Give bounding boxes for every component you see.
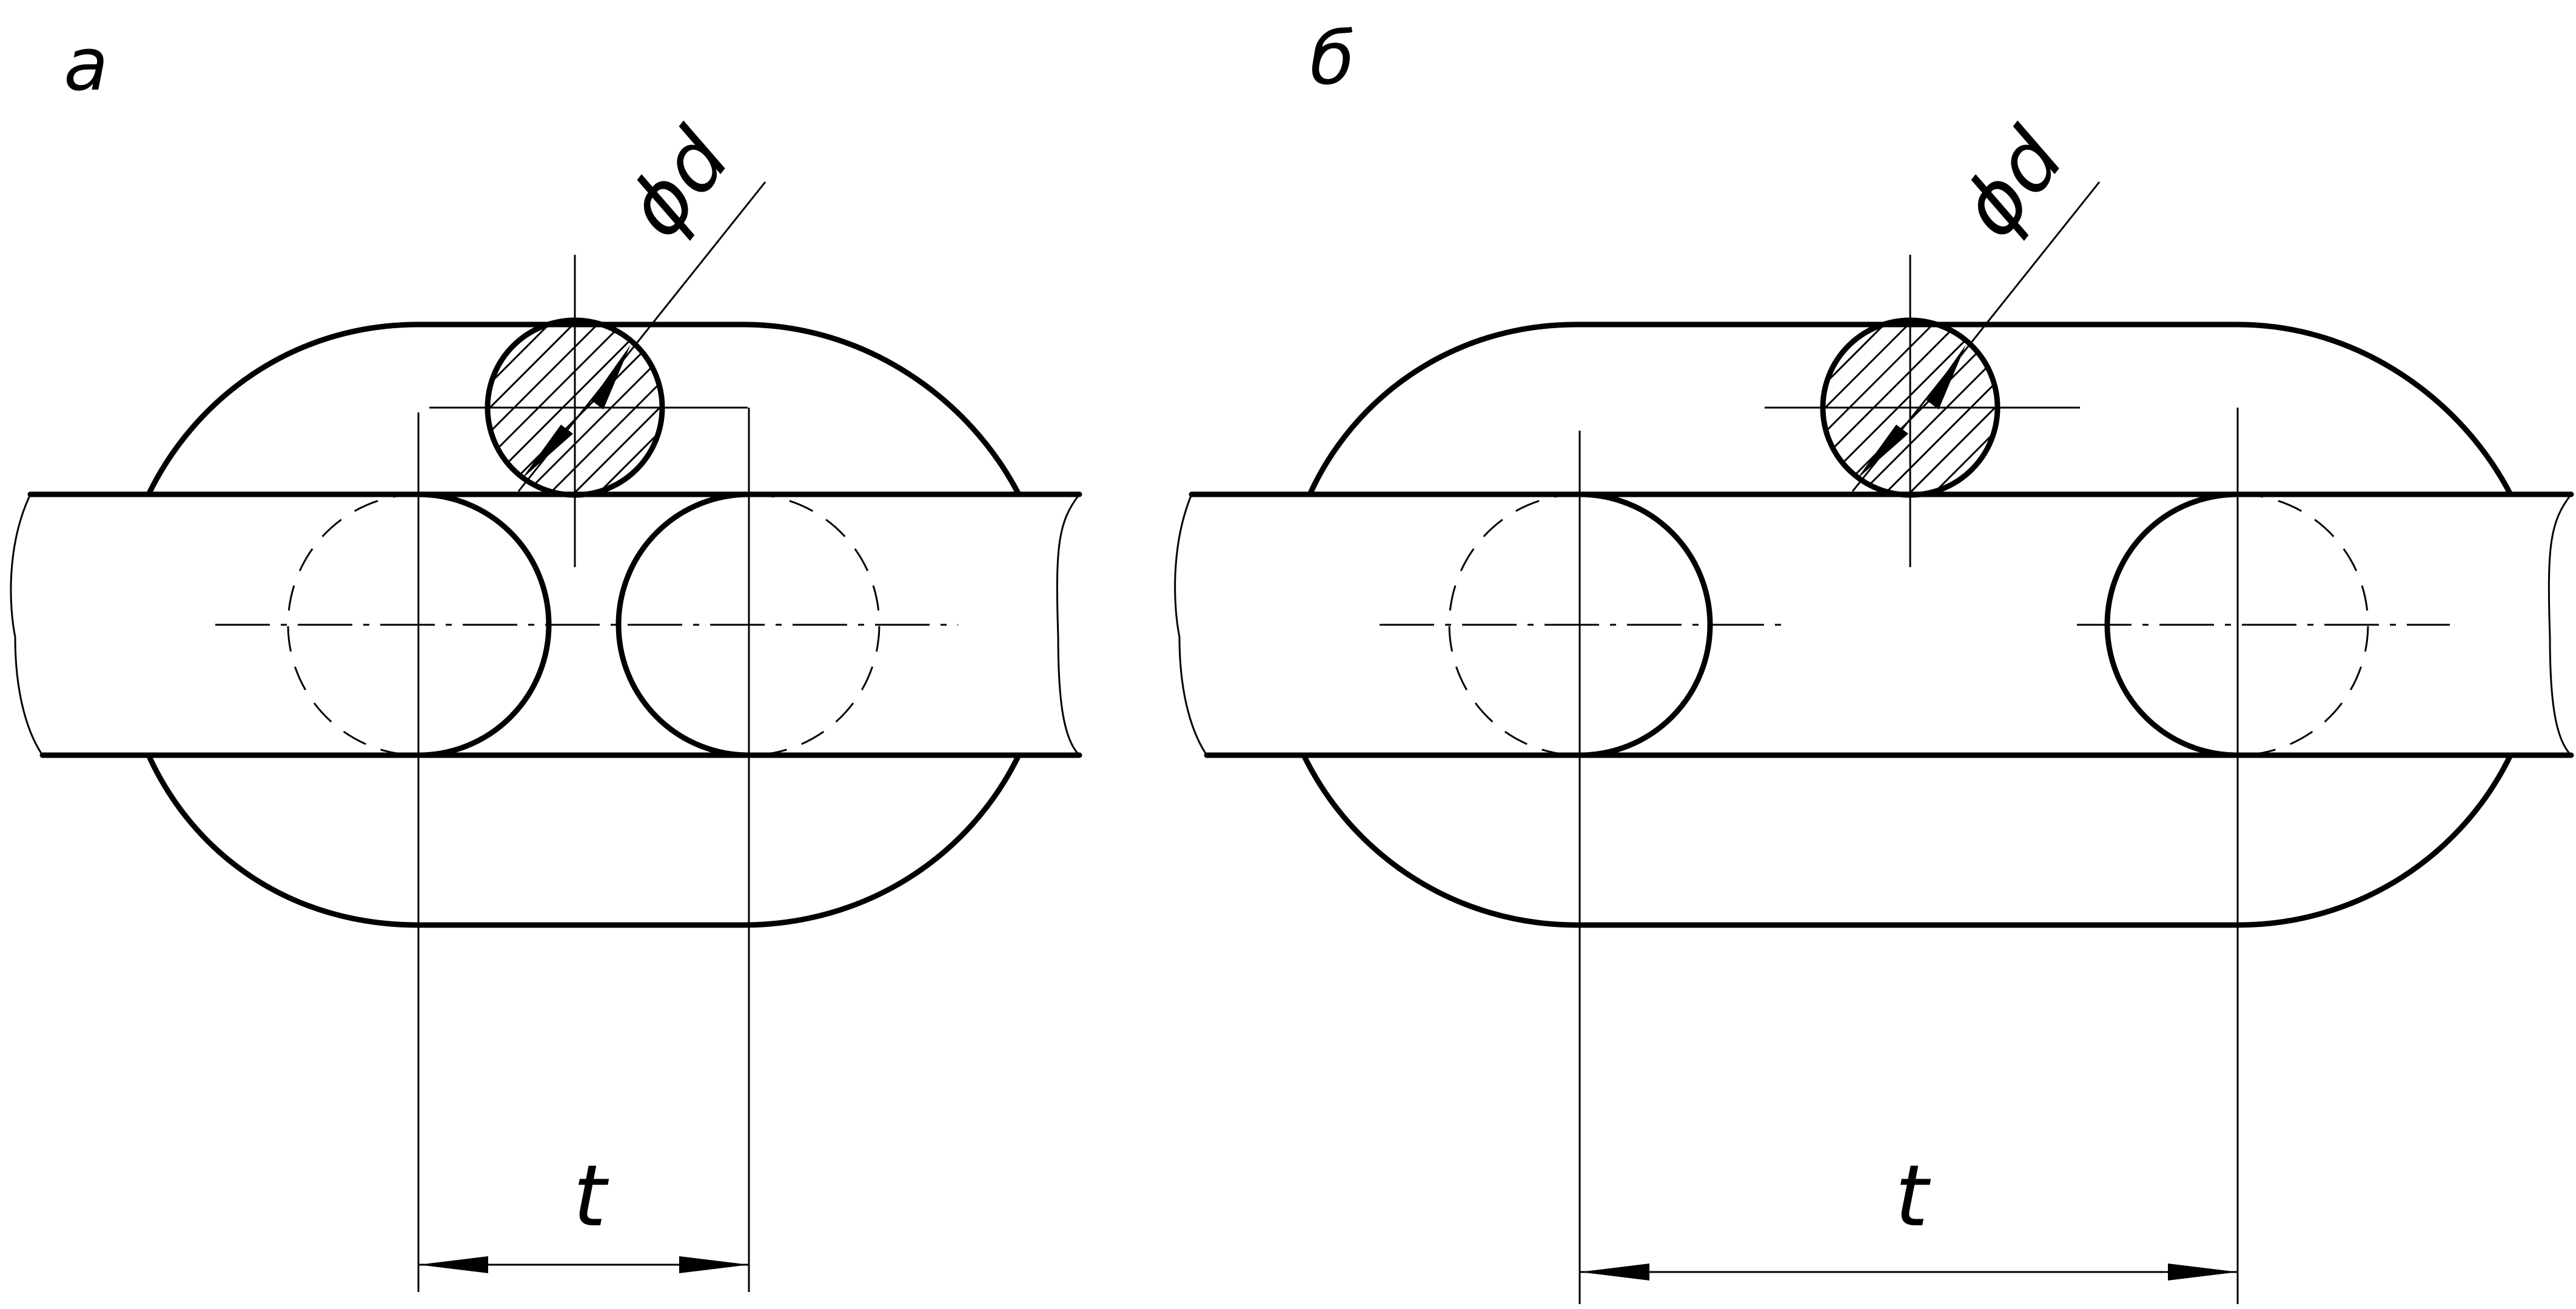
diameter-a-arrow-top [591,345,631,409]
diameter-b-label: ϕd [1941,112,2082,254]
figure-a-label: а [64,23,109,107]
link-a-inner-right [615,491,752,758]
diameter-b-arrow-top [1927,345,1966,409]
link-a-break-left [10,494,44,756]
link-a-hidden-right [748,493,880,756]
link-b-hidden-right [2237,493,2369,756]
figure-b: б [1174,17,2574,1304]
diameter-a-label: ϕd [607,112,748,254]
link-a-outer-top [146,321,1022,497]
diameter-b-arrow-bottom [1857,425,1908,479]
link-a-break-right [1056,494,1081,756]
pitch-a-label: t [573,1147,609,1246]
pitch-a-arrow-right [679,1256,749,1273]
link-b-outer-bottom [1301,752,2514,928]
link-a-outer-bottom [146,752,1022,928]
figure-a: а [10,23,1082,1292]
link-b-break-right [2547,494,2572,756]
pitch-b-label: t [1895,1147,1931,1246]
link-b-break-left [1174,494,1208,756]
pitch-b-arrow-left [1580,1264,1649,1280]
link-a-hidden-left [287,493,419,756]
diameter-a-arrow-bottom [522,425,573,479]
link-b-hidden-left [1448,493,1580,756]
figure-b-label: б [1310,17,1355,101]
rod-section-b [1765,255,2080,567]
rod-section-a [429,255,748,567]
pitch-b-arrow-right [2168,1264,2238,1280]
pitch-a-arrow-left [418,1256,488,1273]
